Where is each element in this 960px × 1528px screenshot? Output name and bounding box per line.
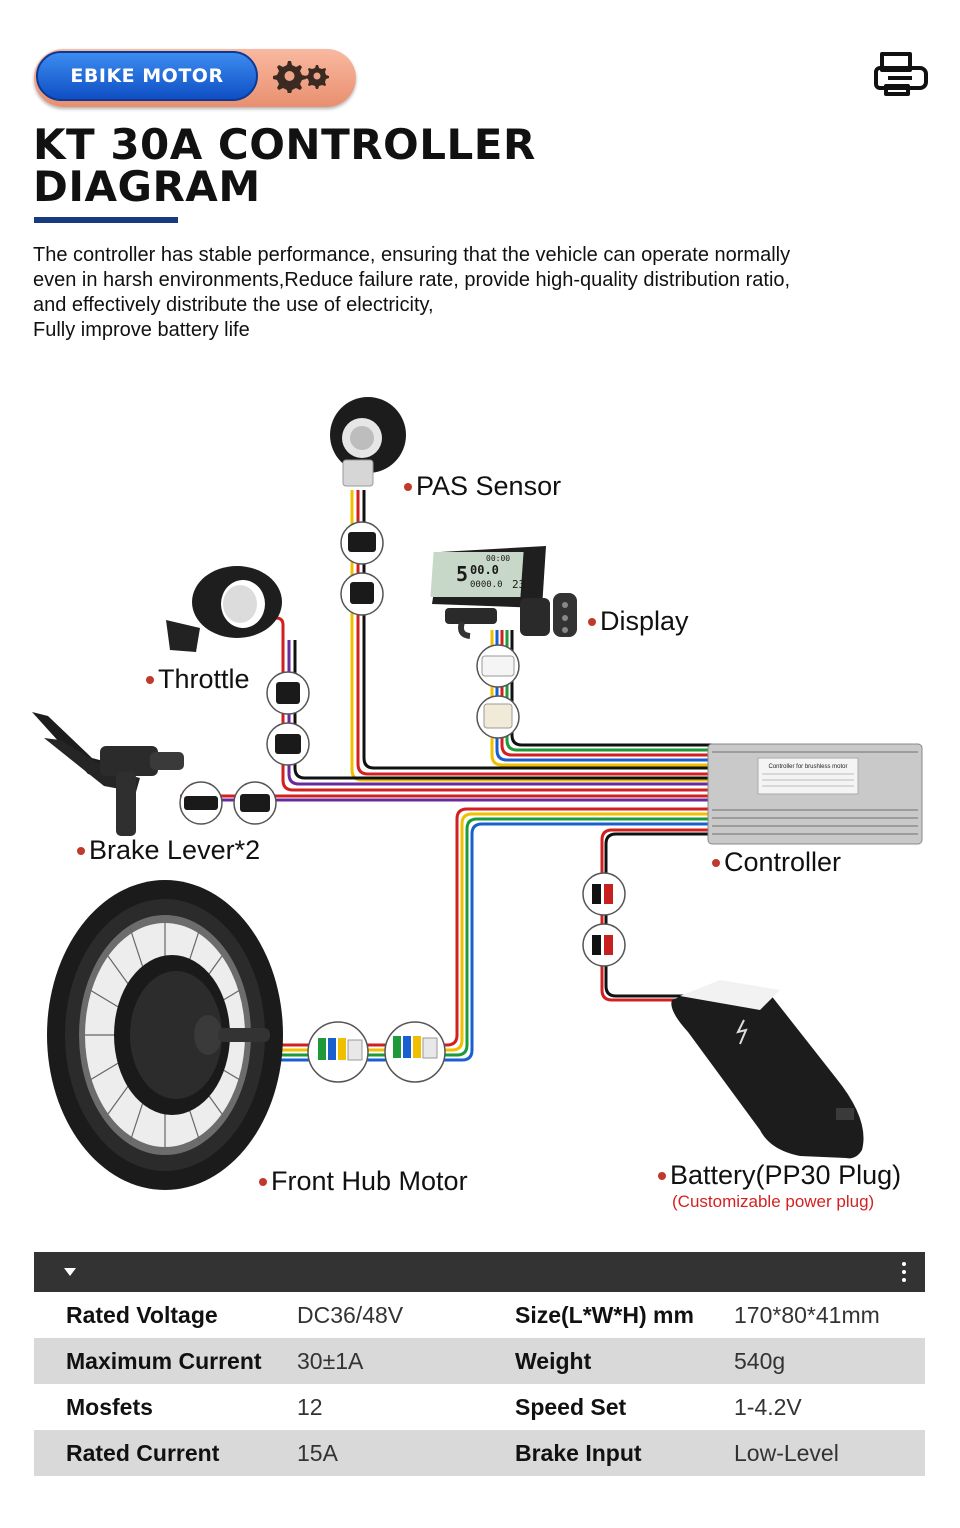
bullet-dot <box>712 858 720 867</box>
spec-value: 12 <box>297 1394 323 1420</box>
label-pas-sensor: PAS Sensor <box>404 471 561 502</box>
caret-down-icon[interactable] <box>64 1268 76 1276</box>
brake-lever-image <box>32 712 184 836</box>
spec-value: 1-4.2V <box>734 1394 802 1420</box>
label-battery: Battery(PP30 Plug) <box>658 1160 901 1191</box>
label-brake-lever-text: Brake Lever*2 <box>89 835 261 865</box>
display-image <box>430 546 577 639</box>
label-brake-lever: Brake Lever*2 <box>77 835 260 866</box>
label-throttle: Throttle <box>146 664 250 695</box>
throttle-image <box>166 566 282 652</box>
more-options-icon[interactable] <box>901 1262 907 1284</box>
description-line: Fully improve battery life <box>33 319 250 341</box>
spec-value: 30±1A <box>297 1348 364 1374</box>
spec-key: Size(L*W*H) mm <box>515 1302 694 1328</box>
specs-header <box>34 1252 925 1292</box>
spec-key: Rated Voltage <box>66 1302 218 1328</box>
spec-key: Rated Current <box>66 1440 220 1466</box>
bullet-dot <box>146 675 154 684</box>
specs-table: Rated Voltage DC36/48V Size(L*W*H) mm 17… <box>34 1252 925 1476</box>
pas-sensor-image <box>330 397 406 487</box>
label-controller-text: Controller <box>724 847 842 877</box>
printer-icon[interactable] <box>874 50 928 96</box>
table-row: Rated Current 15A Brake Input Low-Level <box>34 1430 925 1476</box>
gears-icon <box>273 61 329 93</box>
label-battery-text: Battery(PP30 Plug) <box>670 1160 902 1190</box>
description: The controller has stable performance, e… <box>33 243 913 343</box>
spec-key: Weight <box>515 1348 592 1374</box>
spec-key: Maximum Current <box>66 1348 262 1374</box>
wiring-diagram: Controller for brushless motor <box>0 360 960 1240</box>
brand-badge: EBIKE MOTOR <box>34 49 356 107</box>
lcd-gear: 5 <box>456 562 469 586</box>
spec-key: Speed Set <box>515 1394 627 1420</box>
lcd-volt: 23 <box>512 578 526 591</box>
spec-value: Low-Level <box>734 1440 839 1466</box>
label-front-hub-motor-text: Front Hub Motor <box>271 1166 468 1196</box>
table-row: Mosfets 12 Speed Set 1-4.2V <box>34 1384 925 1430</box>
bullet-dot <box>77 846 85 855</box>
bullet-dot <box>404 482 412 491</box>
controller-plate-text: Controller for brushless motor <box>768 764 847 770</box>
label-throttle-text: Throttle <box>158 664 250 694</box>
controller-image: Controller for brushless motor <box>707 743 923 845</box>
page-title: KT 30A CONTROLLER DIAGRAM <box>33 124 536 208</box>
spec-value: 170*80*41mm <box>734 1302 880 1328</box>
description-line: even in harsh environments,Reduce failur… <box>33 269 791 291</box>
badge-label: EBIKE MOTOR <box>36 51 258 101</box>
table-row: Rated Voltage DC36/48V Size(L*W*H) mm 17… <box>34 1292 925 1338</box>
description-line: and effectively distribute the use of el… <box>33 294 434 316</box>
battery-image <box>671 980 864 1159</box>
spec-value: DC36/48V <box>297 1302 404 1328</box>
hub-motor-image <box>47 880 283 1190</box>
wiring-diagram-graphics: Controller for brushless motor <box>32 397 923 1190</box>
bullet-dot <box>259 1177 267 1186</box>
spec-value: 540g <box>734 1348 786 1374</box>
lcd-time: 00:00 <box>486 554 511 563</box>
bullet-dot <box>658 1171 666 1180</box>
table-row: Maximum Current 30±1A Weight 540g <box>34 1338 925 1384</box>
spec-value: 15A <box>297 1440 338 1466</box>
label-display: Display <box>588 606 689 637</box>
title-line-2: DIAGRAM <box>33 162 261 211</box>
label-display-text: Display <box>600 606 689 636</box>
lcd-speed: 00.0 <box>470 563 499 577</box>
description-line: The controller has stable performance, e… <box>33 244 791 266</box>
lcd-screen: 00:00 5 00.0 0000.0 23 <box>456 554 536 594</box>
spec-key: Mosfets <box>66 1394 153 1420</box>
bullet-dot <box>588 617 596 626</box>
title-underline <box>34 217 178 223</box>
label-battery-note: (Customizable power plug) <box>672 1192 875 1211</box>
spec-key: Brake Input <box>515 1440 642 1466</box>
title-line-1: KT 30A CONTROLLER <box>33 120 536 169</box>
label-pas-sensor-text: PAS Sensor <box>416 471 562 501</box>
lcd-odo: 0000.0 <box>470 580 503 590</box>
label-controller: Controller <box>712 847 841 878</box>
label-front-hub-motor: Front Hub Motor <box>259 1166 468 1197</box>
